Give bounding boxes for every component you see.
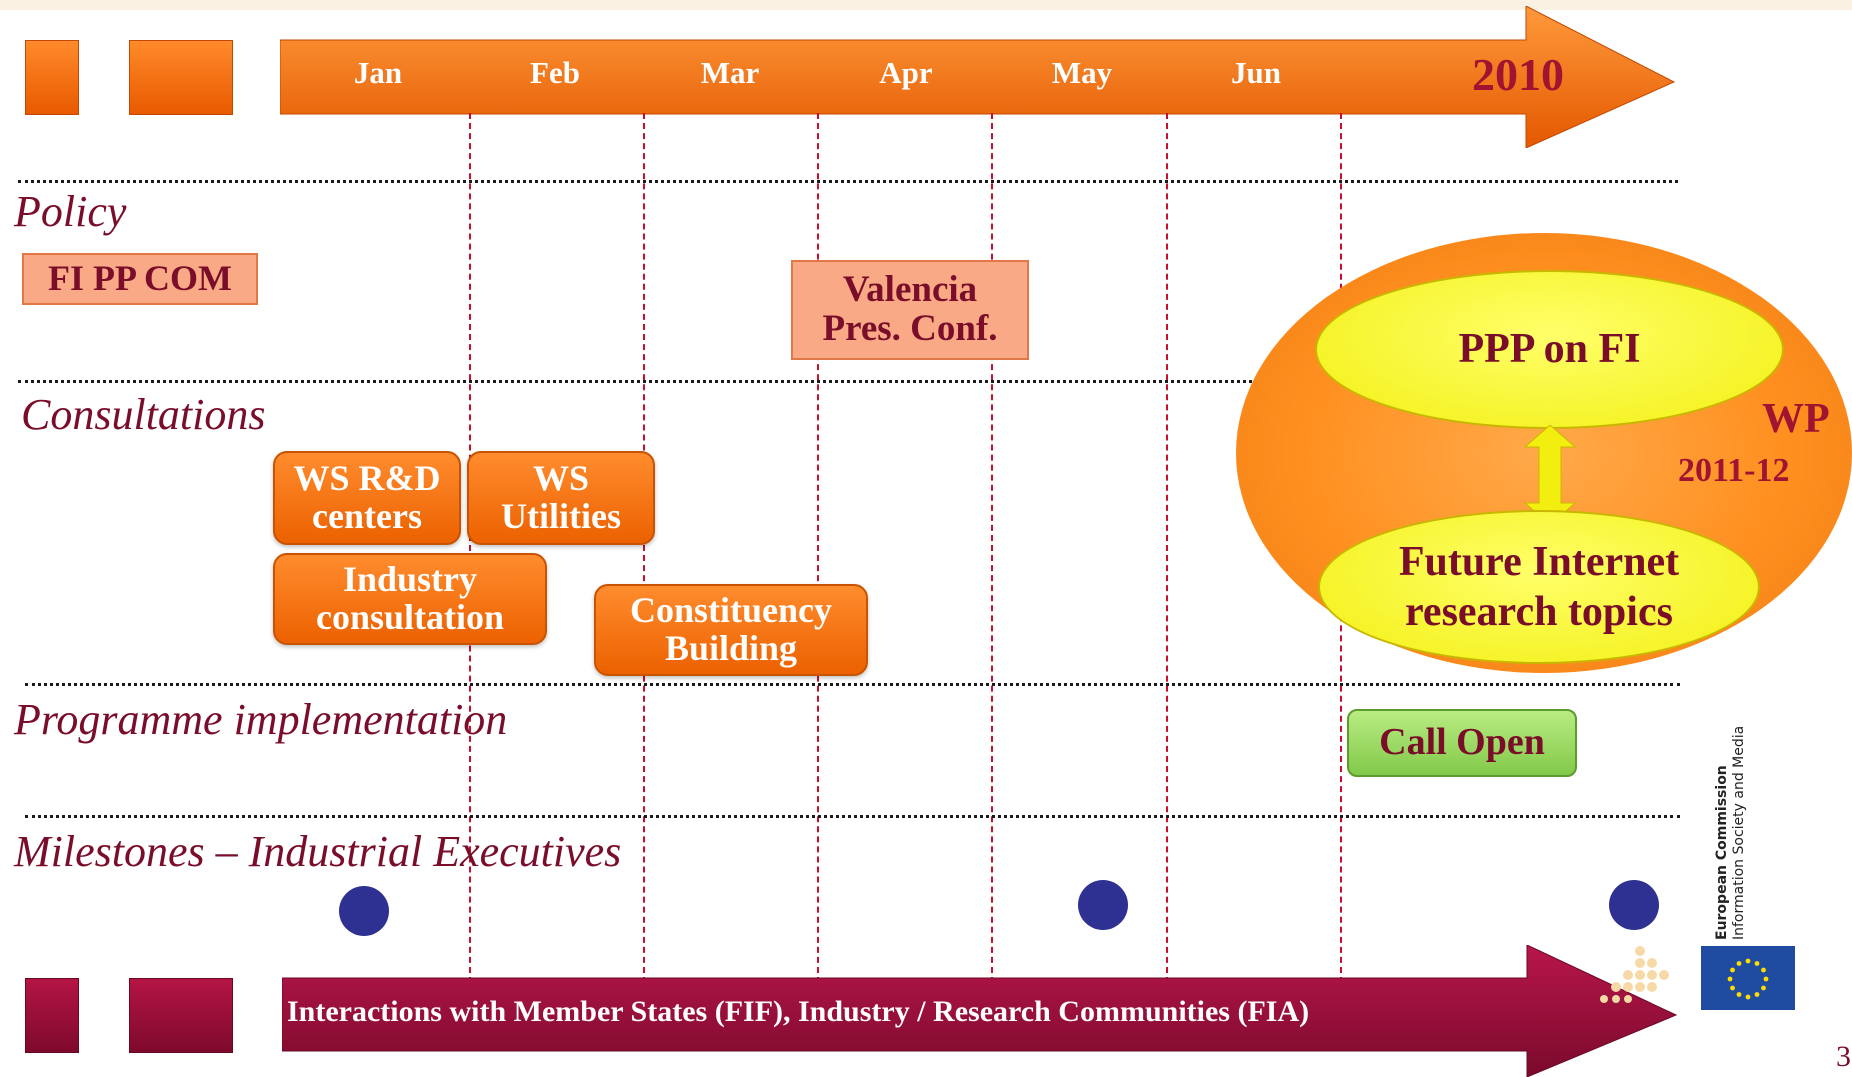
constituency-line1: Constituency bbox=[629, 590, 832, 631]
divider-may-jun bbox=[1166, 113, 1168, 983]
separator-policy bbox=[18, 180, 1678, 183]
ws-utilities-line1: WS bbox=[532, 458, 590, 499]
page-number: 3 bbox=[1836, 1040, 1851, 1073]
wp-years-label: 2011-12 bbox=[1678, 452, 1790, 489]
future-internet-line2: research topics bbox=[1405, 589, 1673, 635]
ws-rd-centers-box: WS R&D centers bbox=[273, 451, 461, 545]
bottom-square-large bbox=[129, 978, 233, 1053]
divider-feb-mar bbox=[643, 113, 645, 983]
call-open-box: Call Open bbox=[1347, 709, 1577, 777]
month-jun: Jun bbox=[1231, 55, 1281, 90]
ppp-on-fi-ellipse: PPP on FI bbox=[1315, 270, 1784, 429]
industry-line1: Industry bbox=[342, 559, 478, 600]
section-policy: Policy bbox=[14, 187, 127, 236]
future-internet-line1: Future Internet bbox=[1398, 538, 1680, 585]
ws-utilities-line2: Utilities bbox=[501, 496, 621, 536]
ec-logo-text: European Commission Information Society … bbox=[1714, 726, 1748, 940]
section-consultations: Consultations bbox=[21, 390, 266, 439]
month-mar: Mar bbox=[700, 55, 760, 90]
eu-flag-icon bbox=[1701, 946, 1795, 1010]
milestone-dot-jan bbox=[339, 886, 389, 936]
divider-mar-apr bbox=[817, 113, 819, 983]
ws-rd-line2: centers bbox=[312, 496, 422, 536]
future-internet-ellipse: Future Internet research topics bbox=[1318, 510, 1760, 664]
milestone-dot-may bbox=[1078, 880, 1128, 930]
timeline-arrow bbox=[280, 6, 1676, 148]
year-label: 2010 bbox=[1472, 49, 1564, 100]
ws-rd-line1: WS R&D bbox=[293, 458, 441, 499]
constituency-building-box: Constituency Building bbox=[594, 584, 868, 676]
separator-consultations bbox=[18, 380, 1678, 383]
section-programme: Programme implementation bbox=[14, 695, 508, 744]
bottom-square-small bbox=[25, 978, 79, 1053]
month-apr: Apr bbox=[879, 55, 933, 90]
fi-pp-com-box: FI PP COM bbox=[22, 253, 258, 305]
month-feb: Feb bbox=[530, 55, 580, 90]
ws-utilities-box: WS Utilities bbox=[467, 451, 655, 545]
ec-line2: Information Society and Media bbox=[1731, 725, 1747, 940]
valencia-line1: Valencia bbox=[842, 269, 978, 311]
dot-pattern-decoration bbox=[1600, 946, 1669, 1003]
industry-consultation-box: Industry consultation bbox=[273, 553, 547, 645]
interactions-label: Interactions with Member States (FIF), I… bbox=[287, 995, 1310, 1028]
wp-label: WP bbox=[1762, 396, 1830, 442]
divider-apr-may bbox=[991, 113, 993, 983]
top-square-large bbox=[129, 40, 233, 115]
ec-line1: European Commission bbox=[1714, 765, 1730, 940]
valencia-conference-box: Valencia Pres. Conf. bbox=[791, 260, 1029, 360]
top-strip bbox=[0, 0, 1852, 10]
valencia-line2: Pres. Conf. bbox=[822, 308, 998, 349]
divider-jan-feb bbox=[469, 113, 471, 983]
ppp-on-fi-label: PPP on FI bbox=[1458, 326, 1641, 373]
separator-milestones bbox=[25, 815, 1680, 818]
section-milestones: Milestones – Industrial Executives bbox=[14, 827, 622, 876]
top-square-small bbox=[25, 40, 79, 115]
constituency-line2: Building bbox=[664, 628, 798, 668]
month-jan: Jan bbox=[353, 55, 403, 90]
interactions-arrow bbox=[282, 945, 1678, 1077]
separator-programme bbox=[25, 683, 1680, 686]
month-may: May bbox=[1051, 55, 1113, 90]
industry-line2: consultation bbox=[315, 597, 505, 637]
double-arrow-icon bbox=[1523, 425, 1577, 525]
milestone-dot-jun bbox=[1609, 880, 1659, 930]
